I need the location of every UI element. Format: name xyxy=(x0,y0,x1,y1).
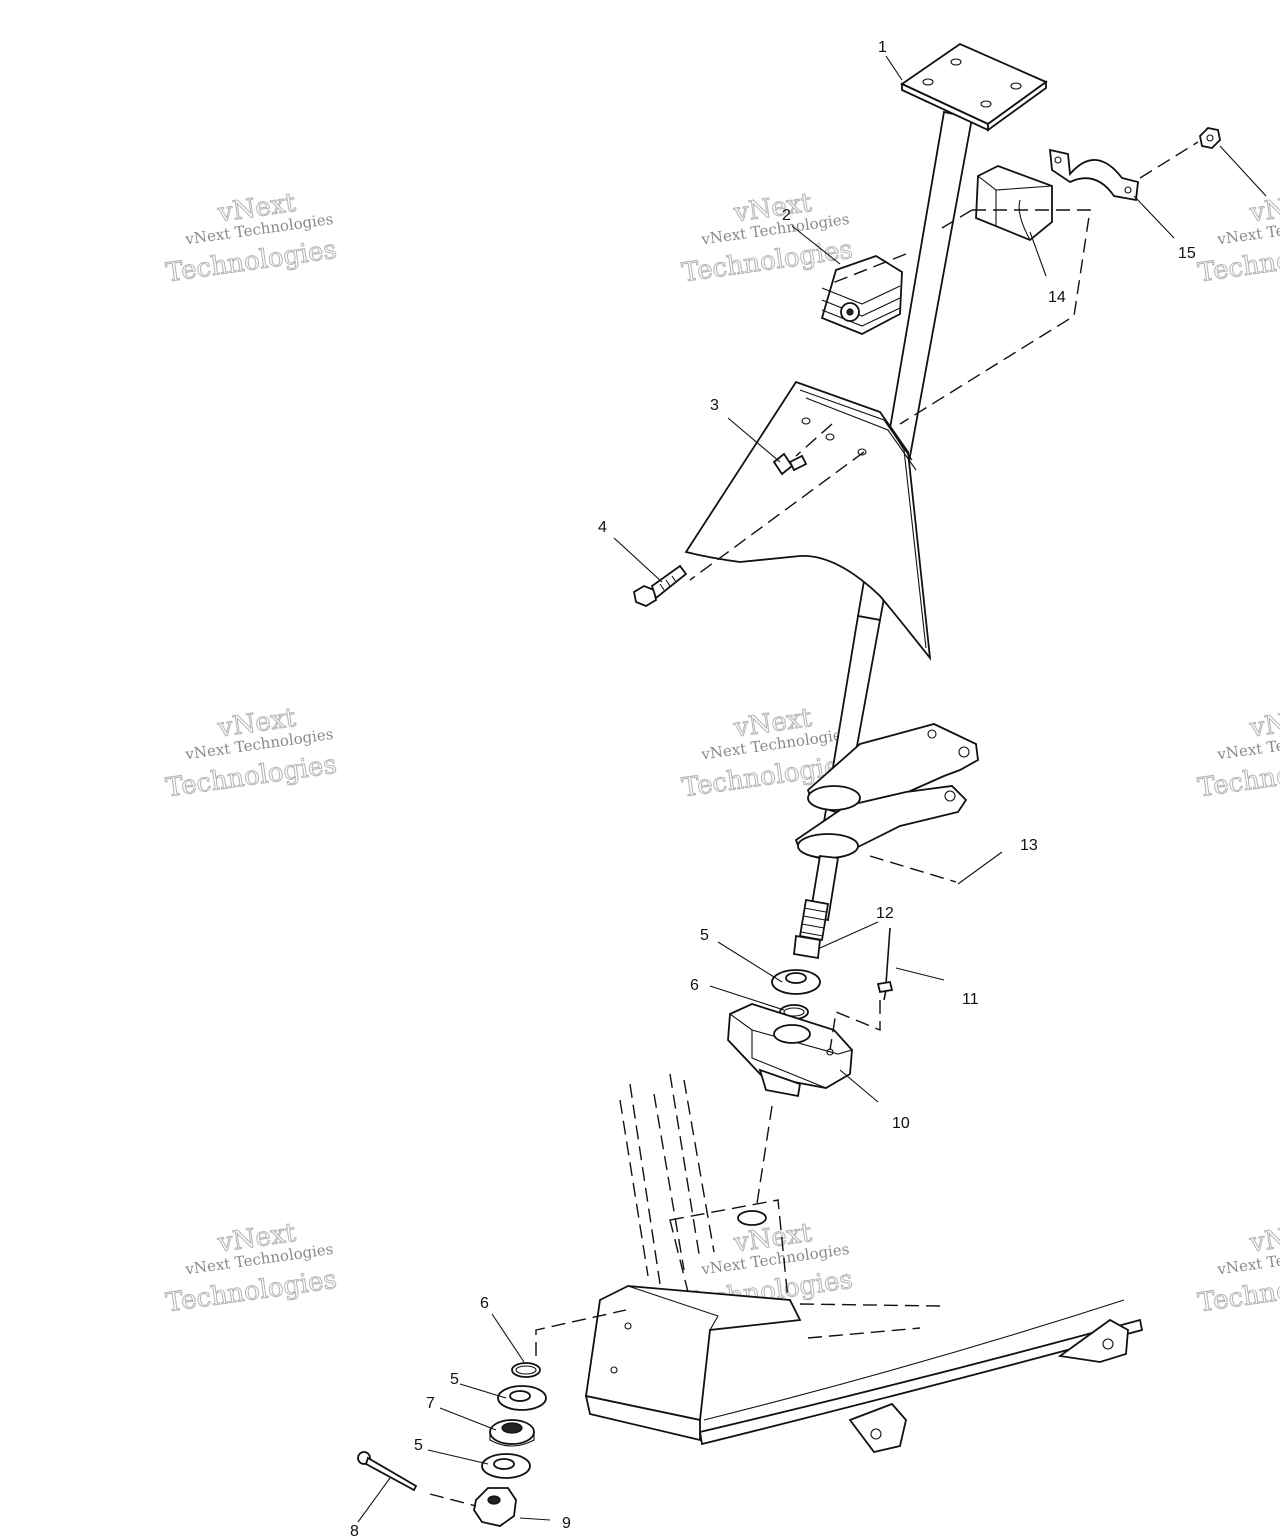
callout-10: 10 xyxy=(892,1115,910,1132)
watermark: vNext vNext Technologies Technologies xyxy=(680,187,856,288)
lower-o-ring xyxy=(511,1362,541,1378)
bushing-bracket xyxy=(975,165,1053,242)
lower-housing xyxy=(584,1199,802,1442)
lower-washer xyxy=(497,1385,547,1411)
frame-tubes xyxy=(619,1073,715,1285)
callout-2: 2 xyxy=(782,207,791,224)
steering-arm xyxy=(794,723,979,922)
callout-5-bottom: 5 xyxy=(414,1437,423,1454)
watermark: vNext vNext Technologies Technologies xyxy=(164,1217,340,1318)
callout-9: 9 xyxy=(562,1515,571,1532)
callout-labels: 1 2 3 4 5 6 6 5 7 5 8 9 10 11 12 13 14 1… xyxy=(350,39,1196,1536)
callout-5: 5 xyxy=(700,927,709,944)
bearing-block xyxy=(727,1003,853,1098)
watermark: vNext vNext Technologies Technologies xyxy=(164,187,340,288)
callout-12: 12 xyxy=(876,905,894,922)
callout-6: 6 xyxy=(690,977,699,994)
pin xyxy=(876,927,894,1001)
watermark: vNext vNext Technologies Technologies xyxy=(1196,702,1280,803)
lower-washer-2 xyxy=(481,1453,531,1479)
callout-1: 1 xyxy=(878,39,887,56)
hex-bolt xyxy=(632,564,688,608)
callout-8: 8 xyxy=(350,1523,359,1536)
callout-15: 15 xyxy=(1178,245,1196,262)
splined-shaft xyxy=(793,898,830,960)
callout-14: 14 xyxy=(1048,289,1066,306)
callout-7: 7 xyxy=(426,1395,435,1412)
callout-5-lower: 5 xyxy=(450,1371,459,1388)
leader-lines xyxy=(357,55,1267,1523)
watermark-layer: vNext vNext Technologies Technologies vN… xyxy=(164,187,1280,1318)
castle-nut xyxy=(473,1487,517,1527)
watermark: vNext vNext Technologies Technologies xyxy=(1196,187,1280,288)
cotter-pin xyxy=(357,1451,418,1492)
callout-3: 3 xyxy=(710,397,719,414)
washer xyxy=(771,969,821,995)
parts-layer xyxy=(357,42,1221,1527)
watermark: vNext vNext Technologies Technologies xyxy=(164,702,340,803)
callout-13: 13 xyxy=(1020,837,1038,854)
bushing xyxy=(489,1419,535,1447)
ski-rail xyxy=(698,1299,1144,1454)
callout-4: 4 xyxy=(598,519,607,536)
callout-11: 11 xyxy=(962,991,979,1008)
small-screw xyxy=(772,452,808,476)
clamp xyxy=(1048,148,1139,202)
rubber-block xyxy=(820,255,903,335)
console-panel xyxy=(684,380,932,662)
callout-6-lower: 6 xyxy=(480,1295,489,1312)
hex-nut xyxy=(1199,127,1221,149)
watermark: vNext vNext Technologies Technologies xyxy=(1196,1217,1280,1318)
